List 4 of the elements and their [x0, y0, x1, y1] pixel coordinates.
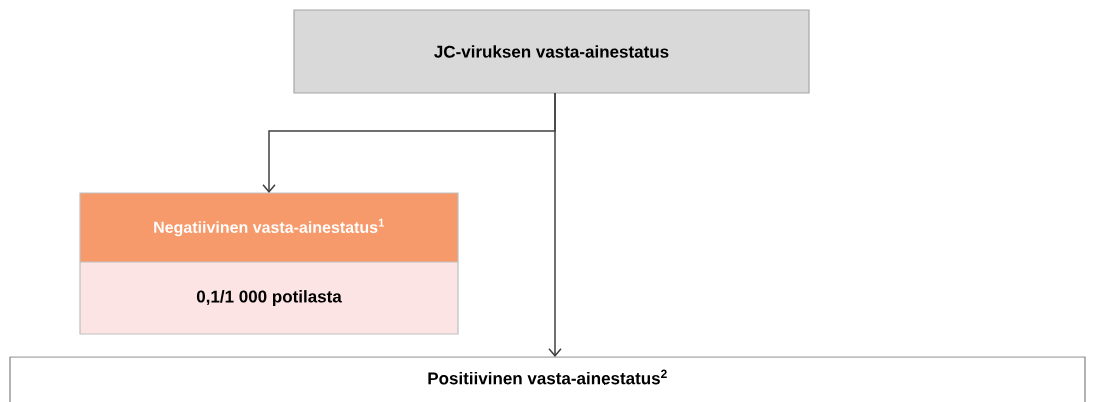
- process-box: JC-viruksen vasta-ainestatus: [293, 9, 810, 94]
- arrow: [548, 92, 562, 357]
- process-box: Positiivinen vasta-ainestatus$^{2}$: [9, 356, 1086, 402]
- outcome-box: Negatiivinen vasta-ainestatus$^{1}$ 0,1/1 000 potilasta: [79, 192, 459, 335]
